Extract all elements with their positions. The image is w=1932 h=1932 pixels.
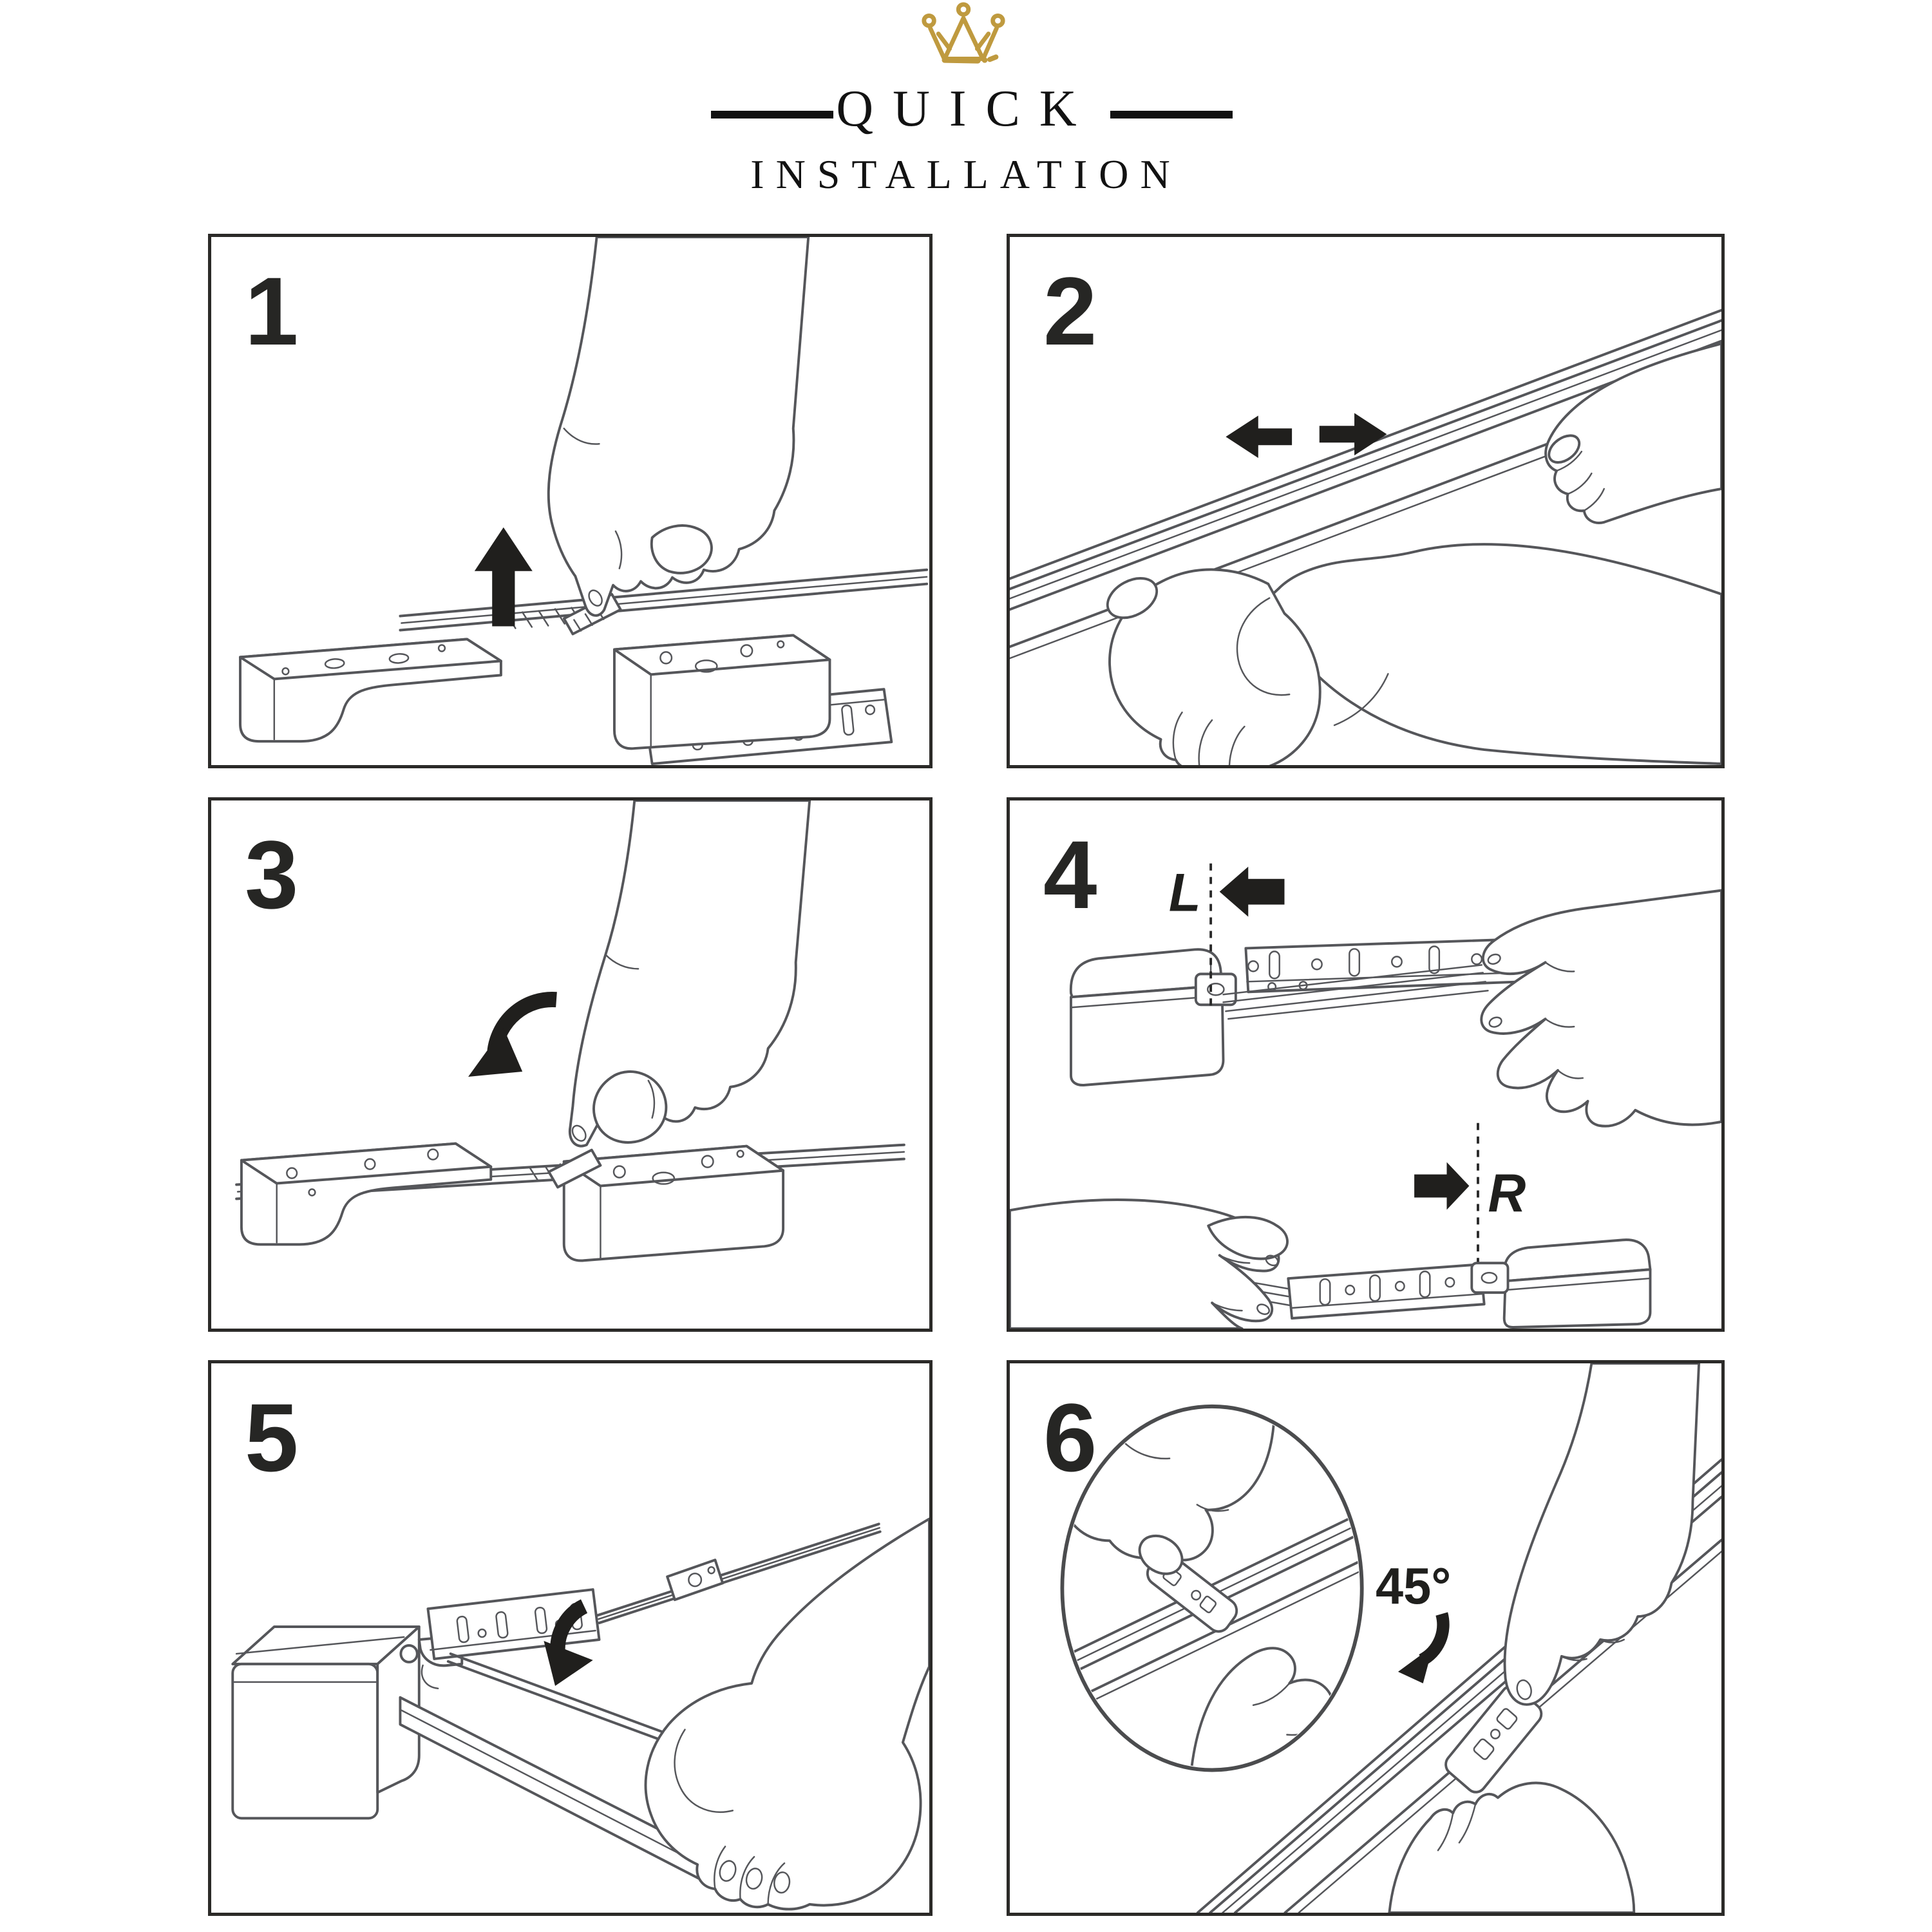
upper-hand [1503, 1363, 1701, 1706]
step-1-illustration [239, 237, 929, 765]
holding-hand-bottom [1010, 1198, 1289, 1329]
title-line-2: INSTALLATION [750, 151, 1182, 197]
right-mark-label: R [1488, 1162, 1526, 1223]
step-5-illustration [231, 1517, 929, 1911]
step-4-number: 4 [1043, 820, 1097, 929]
arrow-right-icon [1319, 413, 1387, 456]
angle-label: 45° [1376, 1557, 1451, 1615]
right-end-housing [1470, 1238, 1652, 1329]
fist-and-forearm [644, 1517, 929, 1911]
crown-icon [922, 2, 1005, 64]
arrow-left-icon [1219, 866, 1285, 917]
left-end-housing [1069, 948, 1237, 1086]
left-mark-label: L [1169, 862, 1201, 923]
step-4-illustration: L R [1010, 862, 1721, 1329]
step-panel-3: 3 [208, 797, 933, 1332]
left-bracket-plate [1244, 936, 1558, 994]
step-panel-5: 5 [208, 1360, 933, 1916]
lower-hand [1388, 1781, 1636, 1913]
step-3-illustration [235, 800, 905, 1262]
step-2-illustration [1010, 308, 1721, 765]
arrow-up-icon [474, 527, 533, 627]
right-hand [1544, 342, 1721, 524]
step-6-illustration: 45° [1060, 1363, 1721, 1913]
gripping-hand-and-forearm [1106, 543, 1721, 765]
magnifier-inset-circle [1060, 1404, 1364, 1772]
title-rule-right [1110, 111, 1233, 118]
rod-track [399, 568, 929, 632]
title-line-1: QUICK [836, 80, 1096, 137]
step-6-number: 6 [1043, 1383, 1097, 1492]
holding-hand-top [1480, 889, 1721, 1128]
right-bracket-plate [1287, 1263, 1486, 1320]
curved-arrow-icon [468, 992, 557, 1077]
left-rod-bracket [240, 1142, 493, 1246]
right-rod-bracket [562, 1144, 785, 1262]
hand [547, 237, 810, 617]
upper-rails [596, 1522, 882, 1625]
arrow-right-icon [1414, 1162, 1470, 1210]
step-panel-6: 6 [1007, 1360, 1725, 1916]
step-panel-1: 1 [208, 234, 933, 768]
step-5-number: 5 [245, 1383, 299, 1492]
curved-arrow-icon [544, 1599, 593, 1686]
latch-tab [547, 1148, 602, 1189]
pressing-hand [568, 800, 811, 1148]
rod-tubes-top [1222, 964, 1489, 1020]
step-panel-4: 4 [1007, 797, 1725, 1332]
curved-arrow-icon [1397, 1612, 1450, 1683]
step-3-number: 3 [245, 820, 299, 929]
title-rule-left [711, 111, 833, 118]
arrow-left-icon [1226, 415, 1293, 459]
right-rod-bracket [613, 634, 831, 750]
end-housing-box [231, 1625, 421, 1820]
step-1-number: 1 [245, 257, 299, 365]
step-2-number: 2 [1043, 257, 1097, 365]
left-rod-bracket [239, 638, 502, 743]
step-panel-2: 2 [1007, 234, 1725, 768]
